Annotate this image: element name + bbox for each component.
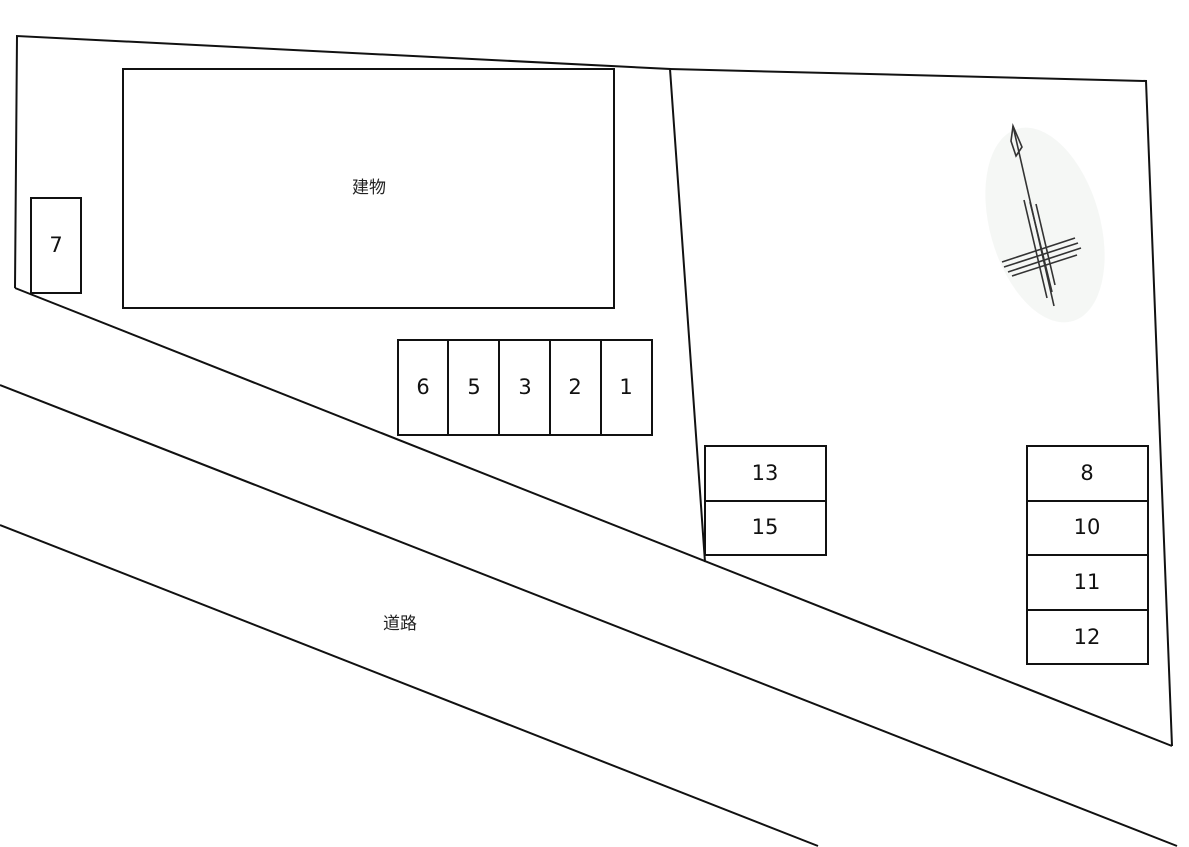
parking-slot-number: 12 [1074,625,1101,649]
parking-slot-13[interactable]: 13 [704,445,827,502]
parking-slot-number: 5 [467,375,480,399]
parking-slot-11[interactable]: 11 [1026,554,1149,611]
parking-slot-number: 2 [568,375,581,399]
parking-slot-10[interactable]: 10 [1026,500,1149,556]
road [0,384,1178,847]
parking-slot-number: 8 [1080,461,1093,485]
parking-slot-number: 15 [752,515,779,539]
parking-slot-outline [1026,445,1149,502]
parking-slot-outline [397,339,449,436]
parking-slot-number: 11 [1074,570,1101,594]
lot-road-boundary [14,287,1173,747]
parking-slot-3[interactable]: 3 [498,339,551,436]
road-edge-lower [0,524,819,847]
parking-slot-number: 13 [752,461,779,485]
lot-east-outline [669,68,1173,747]
parking-slot-number: 10 [1074,515,1101,539]
parking-slot-outline [704,500,827,556]
parking-slot-number: 6 [416,375,429,399]
parking-slot-number: 7 [49,233,62,257]
lot-west-outline [14,34,706,563]
parking-slot-8[interactable]: 8 [1026,445,1149,502]
parking-slot-7[interactable]: 7 [30,197,82,294]
parking-slot-2[interactable]: 2 [549,339,602,436]
parking-slot-12[interactable]: 12 [1026,609,1149,665]
parking-slot-number: 1 [619,375,632,399]
road-edge-upper [0,384,1178,847]
parking-slot-outline [1026,609,1149,665]
building-label: 建物 [352,178,386,198]
parking-slot-outline [1026,554,1149,611]
building-outline [122,68,615,309]
north-arrow-icon [985,123,1105,323]
parking-slot-15[interactable]: 15 [704,500,827,556]
parking-slot-outline [600,339,653,436]
parking-slot-outline [549,339,602,436]
parking-slot-1[interactable]: 1 [600,339,653,436]
parking-slot-outline [30,197,82,294]
parking-slot-outline [704,445,827,502]
parking-slot-6[interactable]: 6 [397,339,449,436]
parking-slot-number: 3 [518,375,531,399]
parking-slot-5[interactable]: 5 [447,339,500,436]
parking-slot-outline [447,339,500,436]
lot-outlines [14,34,1173,747]
parking-slot-outline [498,339,551,436]
road-label: 道路 [383,614,417,634]
